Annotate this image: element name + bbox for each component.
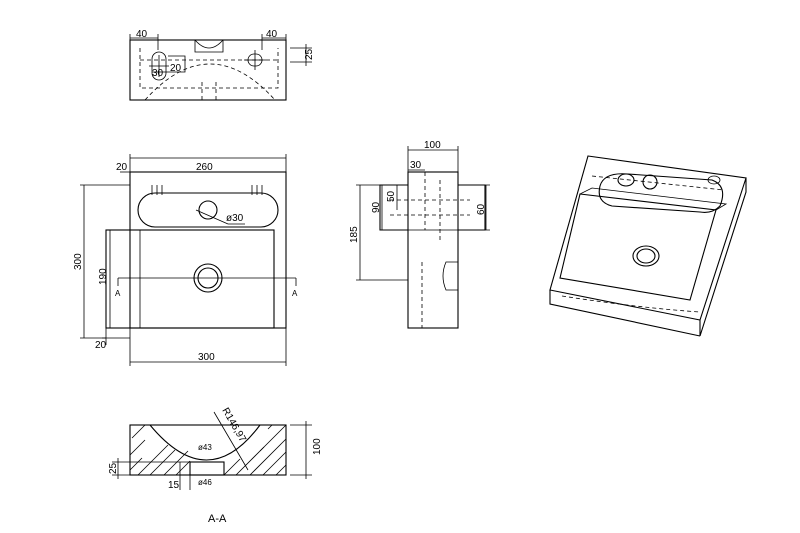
- front-dim-tap-hole: ø30: [226, 213, 244, 224]
- section-a-a: R146,97 100 25 15 ø43 ø46 A-A: [108, 406, 323, 525]
- front-dim-20-top: 20: [116, 162, 128, 173]
- side-dim-185: 185: [349, 226, 360, 243]
- section-dim-diam-43: ø43: [198, 443, 212, 452]
- top-dim-40-right: 40: [266, 29, 278, 40]
- front-dim-20-bottom: 20: [95, 340, 107, 351]
- front-dim-260: 260: [196, 162, 213, 173]
- section-marker-left: A: [115, 289, 121, 298]
- section-dim-100: 100: [312, 438, 323, 455]
- front-dim-300-vertical: 300: [73, 253, 84, 270]
- top-dim-40-left: 40: [136, 29, 148, 40]
- top-dim-30: 30: [152, 68, 164, 79]
- side-dim-100: 100: [424, 140, 441, 151]
- section-dim-25: 25: [108, 462, 119, 474]
- side-dim-30: 30: [410, 160, 422, 171]
- top-dim-25: 25: [304, 48, 315, 60]
- section-dim-15: 15: [168, 480, 180, 491]
- front-dim-300-horizontal: 300: [198, 352, 215, 363]
- top-dim-20: 20: [170, 63, 182, 74]
- front-dim-190: 190: [98, 268, 109, 285]
- side-view: 100 30 90 50 185 60: [349, 140, 490, 329]
- side-dim-60: 60: [476, 203, 487, 215]
- isometric-view: [549, 155, 747, 337]
- side-dim-50: 50: [386, 190, 397, 202]
- section-marker-right: A: [292, 289, 298, 298]
- top-view: 40 40 25 20 30: [129, 29, 315, 101]
- section-label: A-A: [208, 513, 227, 525]
- front-view: 20 260 300 190 20 300 ø30 A A: [73, 154, 298, 366]
- section-dim-diam-46: ø46: [198, 478, 212, 487]
- side-dim-90: 90: [371, 201, 382, 213]
